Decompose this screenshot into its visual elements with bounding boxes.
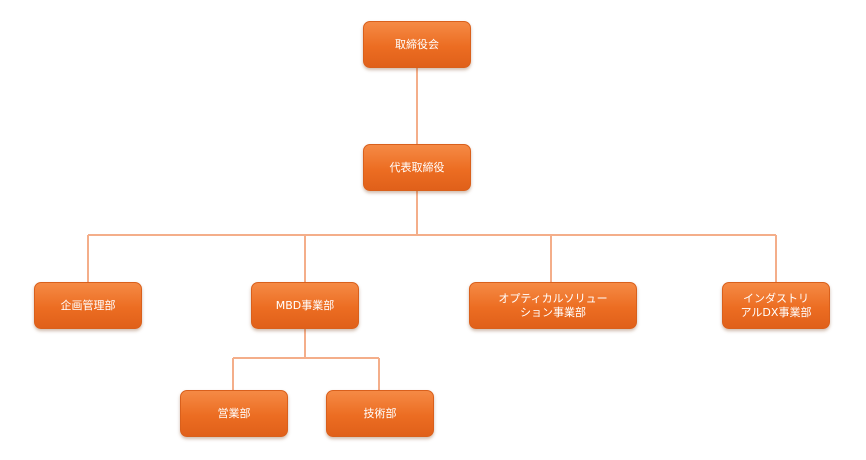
node-optical-solution-division[interactable]: オプティカルソリュー ション事業部	[469, 282, 637, 329]
node-label-line2: アルDX事業部	[740, 305, 812, 319]
node-technology-department[interactable]: 技術部	[326, 390, 434, 437]
node-label: 代表取締役	[389, 160, 445, 174]
node-mbd-division[interactable]: MBD事業部	[251, 282, 359, 329]
node-label-line1: インダストリ	[743, 291, 809, 305]
node-representative-director[interactable]: 代表取締役	[363, 144, 471, 191]
node-label: MBD事業部	[275, 298, 335, 312]
node-label-line2: ション事業部	[520, 305, 586, 319]
node-label: 取締役会	[395, 37, 439, 51]
node-label: 技術部	[363, 406, 397, 420]
node-label-line1: オプティカルソリュー	[498, 291, 608, 305]
node-board-of-directors[interactable]: 取締役会	[363, 21, 471, 68]
node-label: 企画管理部	[60, 298, 116, 312]
node-planning-management[interactable]: 企画管理部	[34, 282, 142, 329]
node-industrial-dx-division[interactable]: インダストリ アルDX事業部	[722, 282, 830, 329]
node-sales-department[interactable]: 営業部	[180, 390, 288, 437]
node-label: 営業部	[217, 406, 251, 420]
